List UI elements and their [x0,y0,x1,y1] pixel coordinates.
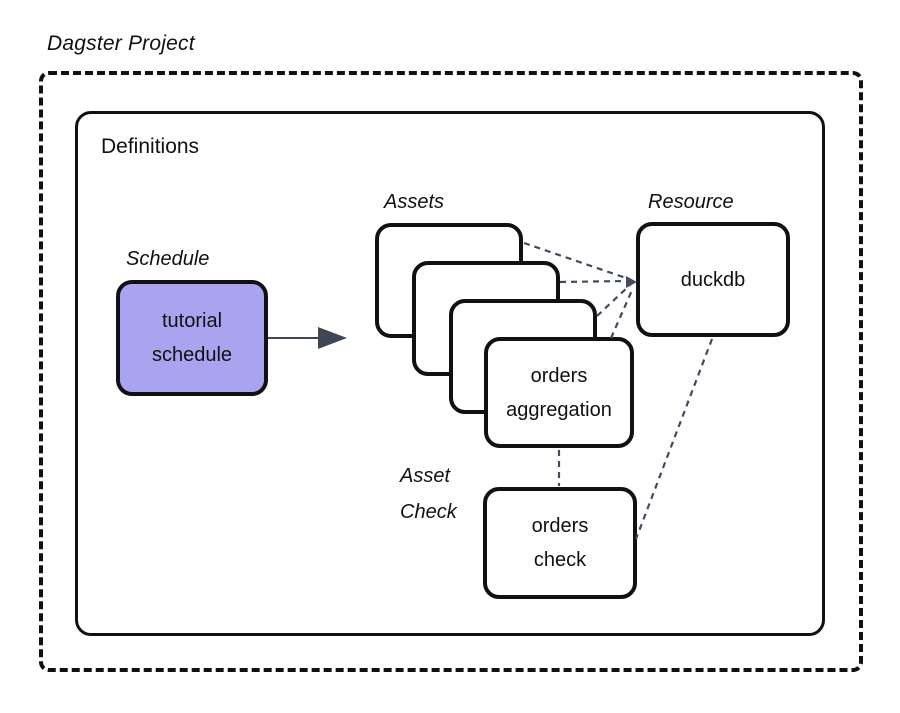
assets-group-label: Assets [384,191,445,213]
orders-check-label: orders check [531,515,589,571]
orders-aggregation-label: orders aggregation [506,364,612,421]
tutorial-schedule-label: tutorial schedule [151,310,233,366]
asset-check-group-label: Asset Check [400,465,457,523]
dagster-project-boundary [39,71,863,672]
duckdb-label: duckdb [680,268,746,291]
orders-check-node: orders check [483,487,637,599]
orders-aggregation-node: orders aggregation [484,337,634,448]
schedule-group-label: Schedule [126,248,210,270]
resource-group-label: Resource [648,191,734,213]
diagram-title: Dagster Project [47,32,195,55]
tutorial-schedule-node: tutorial schedule [116,280,268,396]
duckdb-resource-node: duckdb [636,222,790,337]
definitions-label: Definitions [101,135,200,158]
